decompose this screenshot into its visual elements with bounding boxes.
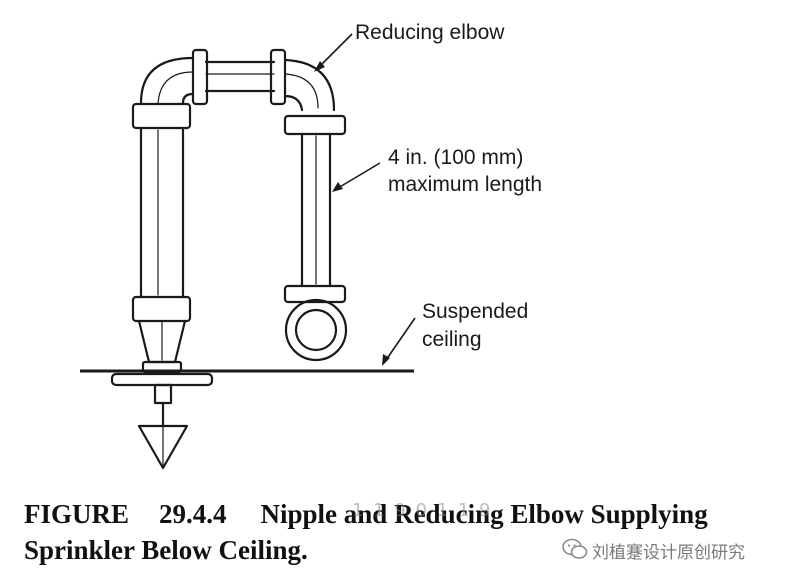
flange-right-upper [269,48,287,106]
right-drop-pipe [300,132,332,288]
reducing-elbow [283,58,336,112]
escutcheon-plate [110,372,214,387]
ceiling-arrowhead [382,354,390,366]
end-view-outlet [284,298,348,362]
ceiling-leader [385,317,416,361]
leader-arrows [317,33,416,361]
horizontal-nipple [204,60,276,93]
label-length-line2: maximum length [388,173,542,196]
left-lower-collar [131,295,192,323]
elbow-leader [317,33,353,69]
length-leader [337,162,381,189]
caption-title-line1: Nipple and Reducing Elbow Supplying [260,499,708,529]
wechat-icon [562,538,588,559]
figure-caption: FIGURE 29.4.4 Nipple and Reducing Elbow Su… [24,496,794,568]
label-reducing-elbow: Reducing elbow [355,21,505,44]
label-length-line1: 4 in. (100 mm) [388,146,523,169]
reducer-cone [137,319,187,364]
caption-figure-word: FIGURE [24,499,130,529]
flange-left-upper [191,48,209,106]
caption-title-line2: Sprinkler Below Ceiling. [24,535,308,565]
caption-line-1: FIGURE 29.4.4 Nipple and Reducing Elbow Su… [24,496,794,532]
left-collar [131,102,192,130]
label-ceiling-line2: ceiling [422,328,482,351]
length-arrowhead [332,182,343,192]
label-ceiling-line1: Suspended [422,300,528,323]
right-bottom-flange [283,284,347,304]
elbow-arrowhead [314,61,325,72]
watermark-overlay-text: 1 1 9 0 1 1 9 [352,500,493,521]
left-elbow [139,56,195,105]
left-riser-pipe [139,126,185,299]
right-collar [283,114,347,136]
watermark-source-text: 刘植蹇设计原创研究 [592,543,745,563]
caption-figure-number: 29.4.4 [159,499,227,529]
sprinkler-head [137,383,189,470]
